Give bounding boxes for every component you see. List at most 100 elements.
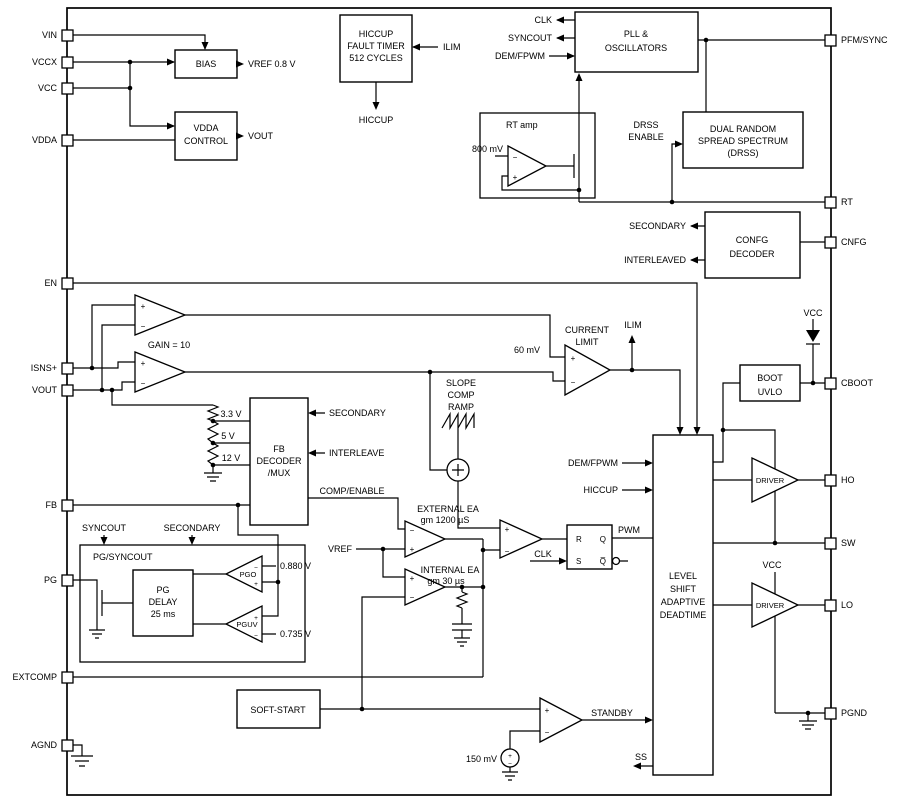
standby-minus: − (545, 728, 550, 737)
pll-label-2: OSCILLATORS (605, 43, 667, 53)
amp1-plus: + (141, 302, 146, 311)
rt-amp-box (479, 112, 596, 199)
drss-label-3: (DRSS) (728, 148, 759, 158)
pin-label-agnd: AGND (31, 740, 58, 750)
clk-label: CLK (534, 15, 552, 25)
blocks (132, 11, 804, 776)
current-limit-comparator-icon (564, 343, 612, 397)
symbols (134, 144, 820, 768)
wires-compensation-rc (452, 587, 472, 638)
int-ea-minus: − (410, 593, 415, 602)
climit-minus: − (571, 378, 576, 387)
confg-decoder-block (704, 211, 801, 279)
pin-label-vccx: VCCX (32, 57, 57, 67)
gain-label: GAIN = 10 (148, 340, 190, 350)
pin-vcc (61, 82, 74, 95)
sense-amp1-icon (134, 294, 187, 336)
ilim-in-label: ILIM (443, 42, 461, 52)
drss-enable-label-1: DRSS (633, 120, 658, 130)
rt-opamp-plus: + (513, 173, 518, 182)
pin-pfm-sync (824, 34, 837, 47)
latch-r-label: R (576, 535, 582, 544)
sawtooth-icon (441, 411, 475, 459)
voltage-source-icon (500, 748, 520, 768)
pguv-plus: + (254, 615, 258, 622)
ho-driver-icon (751, 456, 800, 504)
pin-label-pfm-sync: PFM/SYNC (841, 35, 888, 45)
drss-enable-label-2: ENABLE (628, 132, 664, 142)
soft-start-label: SOFT-START (250, 705, 306, 715)
pin-vin (61, 29, 74, 42)
confg-label-2: DECODER (729, 249, 775, 259)
rt-ref-label: 800 mV (472, 144, 503, 154)
ilim-up-label: ILIM (624, 320, 642, 330)
pin-fb (61, 499, 74, 512)
pin-label-fb: FB (45, 500, 57, 510)
internal-ea-label-2: gm 30 µs (427, 576, 465, 586)
secondary-out-label: SECONDARY (629, 221, 686, 231)
pwm-comp-minus: − (505, 547, 510, 556)
rt-opamp-minus: − (513, 153, 518, 162)
current-limit-label-1: CURRENT (565, 325, 610, 335)
pg-delay-label-1: PG (156, 585, 169, 595)
ext-ea-minus: − (410, 526, 415, 535)
pguv-comparator-icon (224, 604, 263, 644)
internal-ea-icon (404, 567, 447, 607)
wires-decoder-stubs (308, 412, 405, 530)
amp2-plus: + (141, 359, 146, 368)
wires-en (72, 282, 698, 433)
boot-uvlo-label-1: BOOT (757, 373, 783, 383)
slope-label-2: COMP (448, 390, 475, 400)
level-shift-label-3: ADAPTIVE (661, 597, 706, 607)
pwm-comparator-icon (499, 518, 544, 560)
external-ea-label-2: gm 1200 µS (421, 515, 470, 525)
internal-ea-label-1: INTERNAL EA (421, 565, 480, 575)
hiccup-timer-label-2: FAULT TIMER (347, 41, 405, 51)
latch-s-label: S (576, 557, 581, 566)
confg-label-1: CONFG (736, 235, 769, 245)
wires-top-left (72, 34, 242, 141)
pin-label-extcomp: EXTCOMP (12, 672, 57, 682)
pguv-label: PGUV (236, 620, 257, 629)
pin-isns-plus (61, 362, 74, 375)
pin-label-vdda: VDDA (32, 135, 57, 145)
vdda-control-label-1: VDDA (193, 123, 218, 133)
pin-label-vcc: VCC (38, 83, 58, 93)
slope-label-3: RAMP (448, 402, 474, 412)
pg-delay-label-2: DELAY (149, 597, 178, 607)
pin-label-isns-plus: ISNS+ (31, 363, 57, 373)
pin-label-pgnd: PGND (841, 708, 868, 718)
vcc-lo-label: VCC (762, 560, 782, 570)
pin-lo (824, 599, 837, 612)
pin-agnd (61, 739, 74, 752)
pgo-minus: − (254, 565, 258, 572)
pin-cboot (824, 377, 837, 390)
pguv-minus: − (254, 633, 258, 640)
pg-syncout-title: PG/SYNCOUT (93, 552, 153, 562)
standby-label: STANDBY (591, 708, 633, 718)
fb-decoder-label-3: /MUX (268, 468, 291, 478)
hiccup-in-label: HICCUP (583, 485, 618, 495)
pin-label-vout: VOUT (32, 385, 58, 395)
pin-pg (61, 574, 74, 587)
fb-decoder-label-2: DECODER (256, 456, 302, 466)
syncout-label: SYNCOUT (508, 33, 553, 43)
summing-junction-icon (446, 458, 470, 482)
dem-fpwm-label: DEM/FPWM (495, 51, 545, 61)
vout-out-label: VOUT (248, 131, 274, 141)
pin-label-en: EN (44, 278, 57, 288)
current-limit-label-2: LIMIT (575, 337, 599, 347)
hiccup-out-label: HICCUP (359, 115, 394, 125)
soft-start-block (236, 689, 321, 729)
ov-ref-label: 0.880 V (280, 561, 311, 571)
drss-label-2: SPREAD SPECTRUM (698, 136, 788, 146)
pin-label-rt: RT (841, 197, 853, 207)
ext-ea-plus: + (410, 545, 415, 554)
pin-label-cboot: CBOOT (841, 378, 874, 388)
rt-opamp-icon (507, 144, 548, 188)
lo-driver-label: DRIVER (756, 601, 785, 610)
junction-dots (89, 37, 816, 716)
fb-decoder-mux-block (249, 397, 309, 526)
bias-label: BIAS (196, 59, 217, 69)
bias-block (174, 49, 238, 79)
